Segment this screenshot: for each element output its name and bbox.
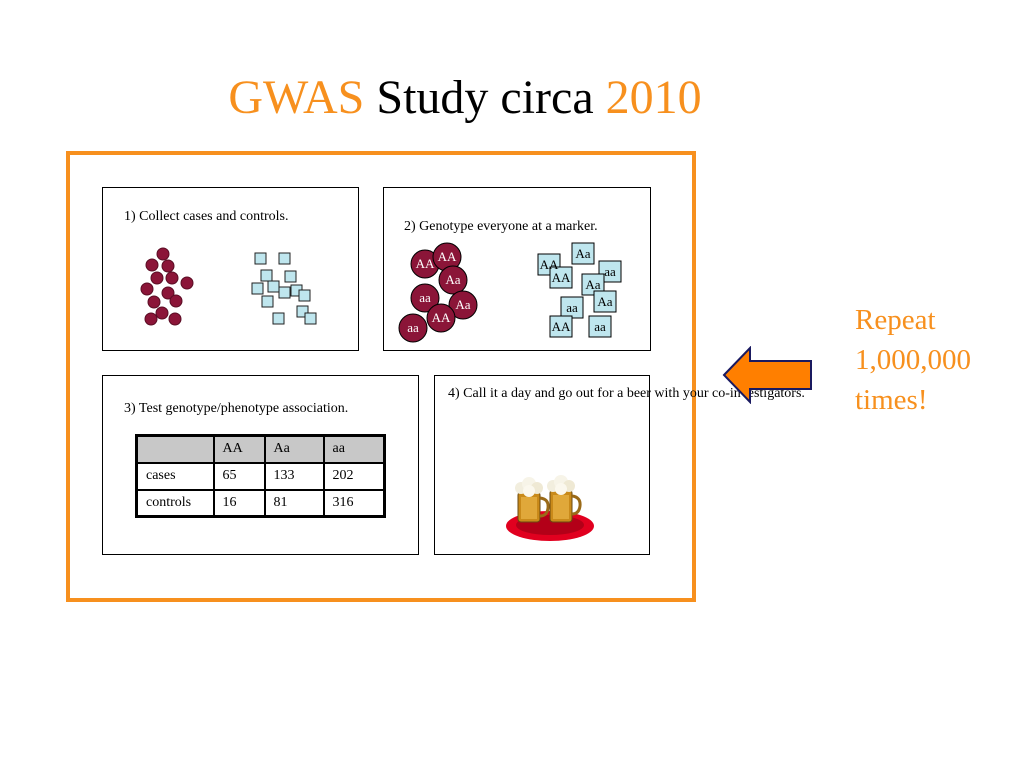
case-label: AA <box>416 256 435 271</box>
table-header-cell: AA <box>212 434 266 464</box>
repeat-line2: 1,000,000 <box>855 344 971 376</box>
control-genotype-labels: Aa AA AA aa Aa Aa aa AA aa <box>540 246 616 334</box>
control-label: aa <box>604 264 616 279</box>
repeat-line3: times! <box>855 384 928 416</box>
control-square <box>588 315 612 338</box>
case-circle <box>438 265 468 295</box>
table-header-cell <box>135 434 215 464</box>
case-label: Aa <box>455 297 470 312</box>
case-circle <box>448 290 478 320</box>
title-year: 2010 <box>605 71 702 124</box>
case-label: aa <box>407 320 419 335</box>
table-header-cell: aa <box>322 434 386 464</box>
control-label: AA <box>552 270 571 285</box>
case-label: aa <box>419 290 431 305</box>
control-label: Aa <box>597 294 612 309</box>
cases-controls-illustration <box>140 247 317 326</box>
table-cell: 16 <box>212 488 266 518</box>
control-squares <box>251 252 317 325</box>
control-square <box>549 315 573 338</box>
control-label: aa <box>594 319 606 334</box>
table-row: controls 16 81 316 <box>135 488 386 518</box>
step1-caption: 1) Collect cases and controls. <box>124 209 289 224</box>
beer-mugs-icon <box>506 475 594 541</box>
control-square <box>593 290 617 313</box>
case-genotype-circles <box>398 242 478 343</box>
case-circle <box>398 313 428 343</box>
control-square <box>581 273 605 296</box>
genotype-illustration: AA AA Aa aa Aa AA aa Aa AA AA aa Aa Aa a… <box>398 242 622 343</box>
table-row-label: cases <box>135 461 215 491</box>
steps-frame <box>66 151 696 602</box>
control-square <box>549 266 573 289</box>
table-header-row: AA Aa aa <box>135 434 386 464</box>
case-genotype-labels: AA AA Aa aa Aa AA aa <box>407 249 471 335</box>
table-cell: 202 <box>322 461 386 491</box>
table-header-cell: Aa <box>263 434 325 464</box>
case-dots <box>140 247 194 326</box>
table-cell: 316 <box>322 488 386 518</box>
repeat-note: Repeat 1,000,000 times! <box>855 300 1020 420</box>
step2-caption: 2) Genotype everyone at a marker. <box>404 219 598 234</box>
repeat-line1: Repeat <box>855 304 936 336</box>
genotype-table: AA Aa aa cases 65 133 202 controls 16 81… <box>135 434 386 518</box>
table-row-label: controls <box>135 488 215 518</box>
case-circle <box>426 303 456 333</box>
table-cell: 65 <box>212 461 266 491</box>
case-circle <box>410 283 440 313</box>
case-label: AA <box>432 310 451 325</box>
slide-title: GWAS Study circa 2010 <box>0 68 930 128</box>
control-label: AA <box>540 257 559 272</box>
step3-caption: 3) Test genotype/phenotype association. <box>124 401 349 416</box>
control-label: AA <box>552 319 571 334</box>
case-label: Aa <box>445 272 460 287</box>
title-study: Study circa <box>376 71 594 124</box>
control-label: Aa <box>575 246 590 261</box>
control-label: aa <box>566 300 578 315</box>
control-label: Aa <box>585 277 600 292</box>
table-row: cases 65 133 202 <box>135 461 386 491</box>
table-cell: 81 <box>263 488 325 518</box>
left-arrow-icon <box>722 346 812 404</box>
table-cell: 133 <box>263 461 325 491</box>
control-genotype-squares <box>537 242 622 338</box>
control-square <box>571 242 595 265</box>
case-label: AA <box>438 249 457 264</box>
step4-caption: 4) Call it a day and go out for a beer w… <box>448 386 805 401</box>
title-gwas: GWAS <box>228 71 365 124</box>
